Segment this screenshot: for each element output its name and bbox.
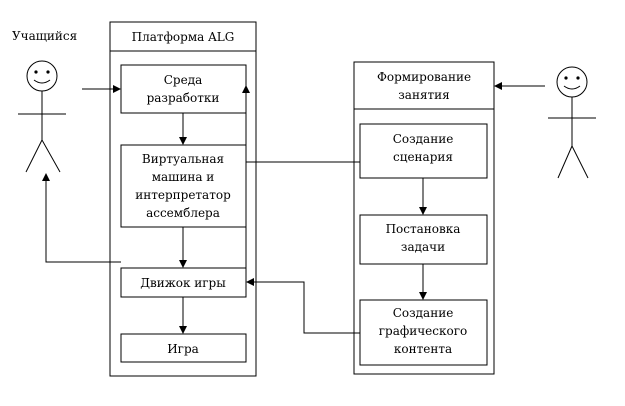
engine-label: Движок игры [140,276,226,290]
arrow-engine-to-devenv [242,85,250,282]
dev-env-line-1: Среда [164,73,203,87]
task-block: Постановка задачи [359,214,488,265]
vm-line-3: интерпретатор [135,188,231,202]
scenario-line-1: Создание [393,132,454,146]
teacher-actor [548,66,596,179]
arrow-scenario-to-task [419,178,427,215]
arrow-graphics-to-engine [246,278,360,334]
engine-block: Движок игры [120,267,247,298]
graphics-line-3: контента [394,342,452,356]
game-label: Игра [167,342,199,356]
student-label: Учащийся [12,29,77,43]
arrow-vm-to-engine [179,227,187,268]
lesson-title-line-2: занятия [398,88,449,102]
graphics-line-1: Создание [393,306,454,320]
vm-line-4: ассемблера [146,206,220,220]
graphics-line-2: графического [379,324,468,338]
lesson-title-line-1: Формирование [377,70,471,84]
game-block: Игра [120,333,247,363]
task-line-2: задачи [401,240,445,254]
arrow-engine-to-student [42,173,121,263]
task-line-1: Постановка [386,222,461,236]
vm-block: Виртуальная машина и интерпретатор ассем… [120,144,247,228]
arrow-teacher-to-lesson [494,82,545,90]
dev-env-line-2: разработки [147,91,220,105]
vm-line-2: машина и [152,170,215,184]
platform-title: Платформа ALG [132,30,235,44]
arrow-engine-to-game [179,297,187,334]
scenario-line-2: сценария [393,150,453,164]
arrow-devenv-to-vm [179,113,187,145]
dev-env-block: Среда разработки [120,64,247,114]
vm-line-1: Виртуальная [142,152,224,166]
arrow-student-to-devenv [82,85,121,93]
scenario-block: Создание сценария [359,123,488,179]
graphics-block: Создание графического контента [359,299,488,366]
arrow-task-to-graphics [419,264,427,300]
student-actor [18,60,66,173]
